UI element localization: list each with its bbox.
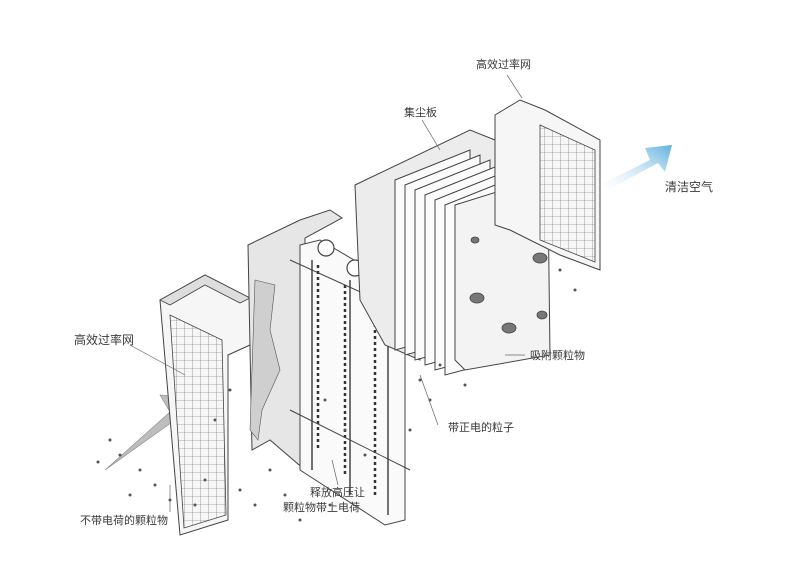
label-release-2: 颗粒物带上电荷	[283, 501, 360, 514]
outflow-arrow	[600, 145, 672, 190]
label-filter-left: 高效过率网	[74, 333, 135, 347]
rear-filter-panel	[494, 99, 601, 271]
label-uncharged: 不带电荷的颗粒物	[80, 514, 168, 527]
leader-lines	[129, 74, 525, 512]
label-filter-top: 高效过率网	[476, 58, 531, 71]
particles	[96, 268, 577, 522]
label-positive: 带正电的粒子	[448, 421, 514, 434]
label-adsorbed: 吸附颗粒物	[530, 349, 585, 362]
ionizer-housing	[247, 209, 343, 472]
label-collector: 集尘板	[404, 106, 437, 119]
label-release-1: 释放高压让	[310, 486, 365, 499]
label-clean-air: 清洁空气	[665, 180, 714, 194]
left-filter-panel	[159, 274, 251, 536]
